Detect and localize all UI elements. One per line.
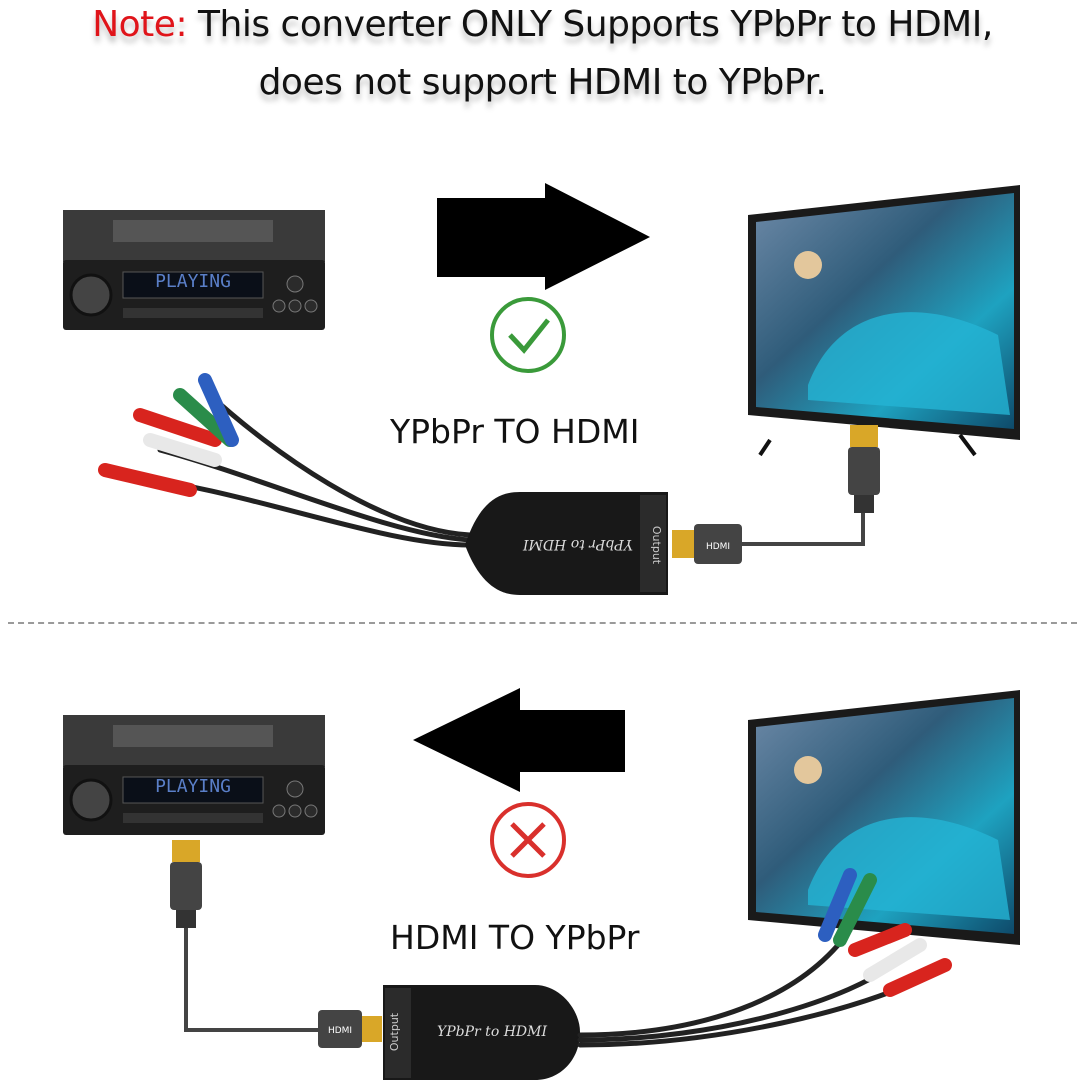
- plug-label: HDMI: [706, 542, 730, 552]
- adapter-port-label-bottom: Output: [388, 1012, 401, 1051]
- av-receiver: [61, 208, 327, 332]
- receiver-display-bottom: PLAYING: [155, 776, 231, 797]
- component-cables-bottom: [577, 868, 952, 1048]
- hdmi-plug: HDMI: [672, 524, 742, 564]
- hdmi-plug-receiver: [170, 840, 202, 928]
- cross-icon: [490, 802, 566, 878]
- hdmi-plug-bottom: HDMI: [318, 1010, 382, 1048]
- receiver-display: PLAYING: [155, 271, 231, 292]
- component-cables: [98, 373, 473, 548]
- note-line-1: Note: This converter ONLY Supports YPbPr…: [0, 4, 1085, 45]
- check-icon: [490, 297, 566, 373]
- ypbpr-hdmi-adapter[interactable]: YPbPr to HDMI Output: [465, 492, 668, 595]
- adapter-label: YPbPr to HDMI: [523, 536, 633, 552]
- note-line-2: does not support HDMI to YPbPr.: [258, 62, 827, 103]
- television-bottom: [748, 690, 1020, 945]
- plug-label-bottom: HDMI: [328, 1026, 352, 1036]
- section-divider: [8, 622, 1077, 624]
- adapter-port-label: Output: [650, 526, 663, 565]
- arrow-right-icon: [437, 183, 650, 290]
- adapter-label-bottom: YPbPr to HDMI: [437, 1024, 547, 1040]
- note-text: This converter ONLY Supports YPbPr to HD…: [187, 4, 993, 45]
- television: [748, 185, 1020, 440]
- ypbpr-hdmi-adapter-bottom[interactable]: YPbPr to HDMI Output: [383, 985, 580, 1080]
- note-prefix: Note:: [92, 4, 188, 45]
- av-receiver-bottom: [61, 713, 327, 837]
- arrow-left-icon: [413, 688, 625, 792]
- hdmi-plug-tv: [848, 425, 880, 513]
- top-section-label: YPbPr TO HDMI: [390, 412, 640, 451]
- bottom-section-label: HDMI TO YPbPr: [390, 918, 640, 957]
